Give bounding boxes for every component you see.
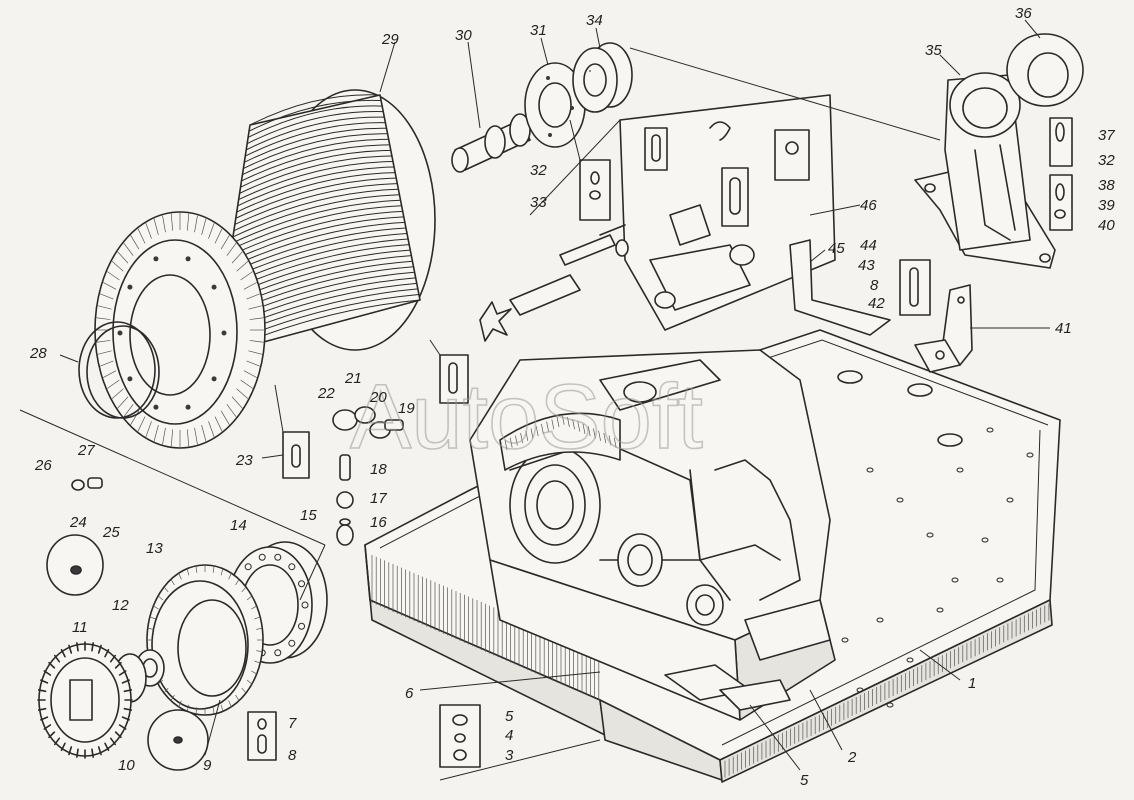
callout-35: 35 xyxy=(925,42,942,59)
callout-19: 19 xyxy=(398,400,415,417)
callout-5: 5 xyxy=(800,772,809,789)
callout-15: 15 xyxy=(300,507,317,524)
callout-39: 39 xyxy=(1098,197,1115,214)
bracket-45 xyxy=(789,239,891,336)
callout-9: 9 xyxy=(203,757,212,774)
gearbox-housing xyxy=(469,349,836,721)
callout-32: 32 xyxy=(530,162,547,179)
callout-29: 29 xyxy=(381,31,399,48)
callout-30: 30 xyxy=(455,27,472,44)
shaft-30 xyxy=(451,113,531,173)
callout-11: 11 xyxy=(72,619,88,636)
callout-12: 12 xyxy=(112,597,129,614)
callout-5: 5 xyxy=(505,708,514,725)
callout-27: 27 xyxy=(77,442,95,459)
leader-lines xyxy=(59,19,1050,771)
callout-20: 20 xyxy=(369,389,387,406)
callout-37: 37 xyxy=(1098,127,1115,144)
callout-6: 6 xyxy=(405,685,414,702)
callout-38: 38 xyxy=(1098,177,1115,194)
support-35-36 xyxy=(914,33,1084,269)
angle-bracket-41 xyxy=(899,259,973,373)
callout-25: 25 xyxy=(102,524,120,541)
plate-23 xyxy=(274,384,310,479)
callout-33: 33 xyxy=(530,194,547,211)
callout-34: 34 xyxy=(586,12,603,29)
callout-3: 3 xyxy=(505,747,514,764)
callout-2: 2 xyxy=(847,749,857,766)
rope-drum xyxy=(94,89,436,449)
callout-26: 26 xyxy=(34,457,52,474)
callout-43: 43 xyxy=(858,257,875,274)
bracket-assembly-46 xyxy=(429,47,941,404)
callout-32: 32 xyxy=(1098,152,1115,169)
gear-train-left xyxy=(19,409,601,781)
callout-31: 31 xyxy=(530,22,547,39)
callout-16: 16 xyxy=(370,514,387,531)
watermark: AutoSoft xyxy=(350,366,703,468)
callout-21: 21 xyxy=(344,370,362,387)
callout-10: 10 xyxy=(118,757,135,774)
callout-8: 8 xyxy=(288,747,297,764)
callout-18: 18 xyxy=(370,461,387,478)
callout-17: 17 xyxy=(370,490,387,507)
callout-23: 23 xyxy=(235,452,253,469)
callout-46: 46 xyxy=(860,197,877,214)
callout-4: 4 xyxy=(505,727,513,744)
callout-36: 36 xyxy=(1015,5,1032,22)
bolt-stack-3-5 xyxy=(439,704,481,768)
callout-28: 28 xyxy=(29,345,47,362)
callout-14: 14 xyxy=(230,517,247,534)
small-parts-15-22 xyxy=(332,406,404,546)
callout-40: 40 xyxy=(1098,217,1115,234)
callout-labels: 1 2 3 4 5 5 6 7 8 8 9 10 11 12 13 14 15 … xyxy=(29,5,1115,789)
callout-42: 42 xyxy=(868,295,885,312)
callout-7: 7 xyxy=(288,715,297,732)
callout-8: 8 xyxy=(870,277,879,294)
callout-44: 44 xyxy=(860,237,877,254)
callout-1: 1 xyxy=(968,675,976,692)
bolt-panel-32-33 xyxy=(569,119,611,221)
callout-45: 45 xyxy=(828,240,845,257)
callout-41: 41 xyxy=(1055,320,1072,337)
bearing-34 xyxy=(572,42,633,113)
callout-13: 13 xyxy=(146,540,163,557)
callout-24: 24 xyxy=(69,514,87,531)
callout-22: 22 xyxy=(317,385,335,402)
